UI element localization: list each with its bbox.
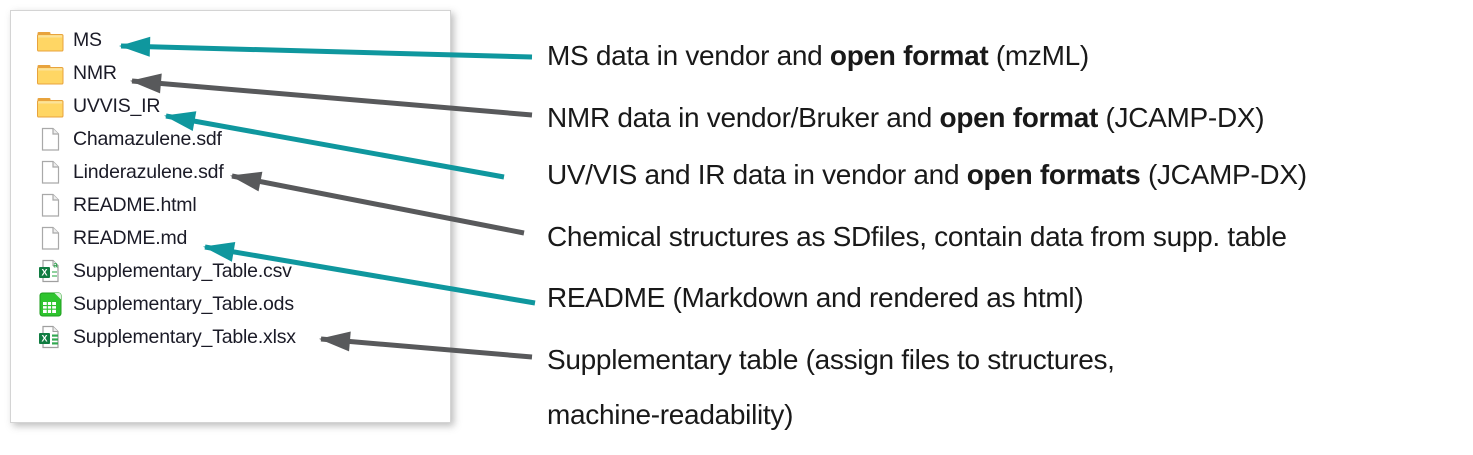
- file-icon: [37, 226, 64, 251]
- file-name-label: README.html: [73, 194, 197, 216]
- svg-text:a: a: [53, 260, 58, 269]
- file-name-label: Supplementary_Table.xlsx: [73, 326, 296, 348]
- annotation-text: (JCAMP-DX): [1098, 102, 1265, 133]
- annotation-chemical-structures: Chemical structures as SDfiles, contain …: [547, 219, 1287, 255]
- folder-icon: [37, 94, 64, 119]
- annotation-text: UV/VIS and IR data in vendor and: [547, 159, 967, 190]
- file-name-label: NMR: [73, 62, 117, 84]
- excel-csv-icon: X a: [37, 259, 64, 284]
- file-name-label: Supplementary_Table.csv: [73, 260, 292, 282]
- annotation-supplementary-table-line2: machine-readability): [547, 397, 793, 433]
- folder-icon: [37, 28, 64, 53]
- file-row[interactable]: README.md: [11, 222, 450, 255]
- svg-text:X: X: [41, 334, 47, 344]
- file-row[interactable]: Supplementary_Table.ods: [11, 288, 450, 321]
- file-row[interactable]: X Supplementary_Table.xlsx: [11, 321, 450, 354]
- svg-text:X: X: [41, 268, 47, 278]
- file-icon: [37, 193, 64, 218]
- annotation-text: (mzML): [988, 40, 1089, 71]
- file-row[interactable]: UVVIS_IR: [11, 90, 450, 123]
- annotation-text: (JCAMP-DX): [1140, 159, 1307, 190]
- file-row[interactable]: X a Supplementary_Table.csv: [11, 255, 450, 288]
- file-name-label: MS: [73, 29, 102, 51]
- file-icon: [37, 127, 64, 152]
- annotation-text: README (Markdown and rendered as html): [547, 282, 1084, 313]
- file-row[interactable]: Linderazulene.sdf: [11, 156, 450, 189]
- file-name-label: README.md: [73, 227, 188, 249]
- calc-ods-icon: [37, 292, 64, 317]
- file-name-label: UVVIS_IR: [73, 95, 161, 117]
- annotation-readme: README (Markdown and rendered as html): [547, 280, 1084, 316]
- file-name-label: Supplementary_Table.ods: [73, 293, 294, 315]
- annotation-text: NMR data in vendor/Bruker and: [547, 102, 940, 133]
- excel-xlsx-icon: X: [37, 325, 64, 350]
- file-name-label: Linderazulene.sdf: [73, 161, 224, 183]
- annotation-text: Chemical structures as SDfiles, contain …: [547, 221, 1287, 252]
- file-list: MS NMR UVVIS_IR Chamazulene.sdf Linderaz…: [11, 24, 450, 354]
- file-row[interactable]: Chamazulene.sdf: [11, 123, 450, 156]
- annotation-text: MS data in vendor and: [547, 40, 830, 71]
- file-row[interactable]: NMR: [11, 57, 450, 90]
- annotation-bold-text: open formats: [966, 159, 1141, 190]
- file-explorer-panel: MS NMR UVVIS_IR Chamazulene.sdf Linderaz…: [10, 10, 451, 423]
- annotation-bold-text: open format: [939, 102, 1099, 133]
- annotation-text: Supplementary table (assign files to str…: [547, 344, 1115, 375]
- folder-icon: [37, 61, 64, 86]
- annotation-nmr-data: NMR data in vendor/Bruker and open forma…: [547, 100, 1265, 136]
- file-icon: [37, 160, 64, 185]
- annotation-ms-data: MS data in vendor and open format (mzML): [547, 38, 1089, 74]
- annotation-supplementary-table-line1: Supplementary table (assign files to str…: [547, 342, 1115, 378]
- annotation-bold-text: open format: [829, 40, 989, 71]
- file-row[interactable]: MS: [11, 24, 450, 57]
- annotation-uvvis-ir-data: UV/VIS and IR data in vendor and open fo…: [547, 157, 1307, 193]
- annotation-text: machine-readability): [547, 399, 794, 430]
- file-row[interactable]: README.html: [11, 189, 450, 222]
- file-name-label: Chamazulene.sdf: [73, 128, 222, 150]
